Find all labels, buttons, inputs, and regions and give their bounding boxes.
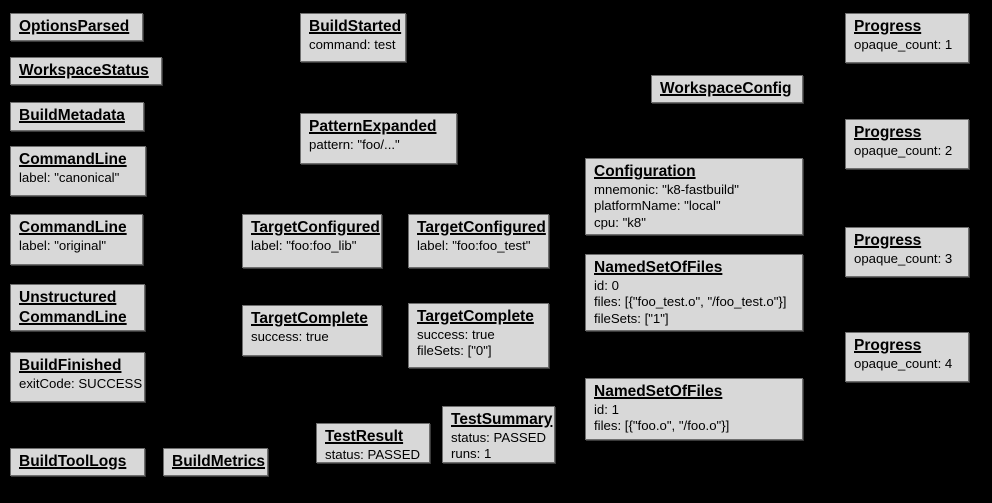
event-node-title: NamedSetOfFiles xyxy=(594,259,723,276)
event-node-field: id: 0 xyxy=(594,277,619,293)
event-node-title: WorkspaceConfig xyxy=(660,80,792,97)
event-node-field: label: "canonical" xyxy=(19,169,120,185)
event-node-progress-3: Progress opaque_count: 3 xyxy=(845,227,969,277)
event-node-progress-1: Progress opaque_count: 1 xyxy=(845,13,969,63)
event-node-field: files: [{"foo_test.o", "/foo_test.o"}] xyxy=(594,294,787,310)
event-node-progress-4: Progress opaque_count: 4 xyxy=(845,332,969,382)
event-node-title: Configuration xyxy=(594,163,696,180)
event-node-field: fileSets: ["1"] xyxy=(594,311,669,327)
event-node-title: Progress xyxy=(854,18,922,35)
event-node-target-configured-foo-test: TargetConfigured label: "foo:foo_test" xyxy=(408,214,549,268)
event-node-title: WorkspaceStatus xyxy=(19,62,149,79)
event-node-field: status: PASSED xyxy=(325,446,421,462)
event-node-title: BuildMetrics xyxy=(172,453,266,470)
event-node-title: CommandLine xyxy=(19,151,127,168)
event-node-title: CommandLine xyxy=(19,219,127,236)
event-node-title: TestSummary xyxy=(451,411,553,428)
event-node-build-tool-logs: BuildToolLogs xyxy=(10,448,145,476)
event-node-options-parsed: OptionsParsed xyxy=(10,13,143,41)
event-node-title: BuildStarted xyxy=(309,18,402,35)
event-node-progress-2: Progress opaque_count: 2 xyxy=(845,119,969,169)
event-node-field: success: true xyxy=(417,326,495,342)
event-node-title: TestResult xyxy=(325,428,404,445)
event-node-field: runs: 1 xyxy=(451,446,492,462)
event-node-field: status: PASSED xyxy=(451,429,547,445)
event-node-title: TargetComplete xyxy=(417,308,534,325)
event-node-test-result: TestResult status: PASSED xyxy=(316,423,430,463)
event-node-field: exitCode: SUCCESS xyxy=(19,375,143,391)
event-node-title: Progress xyxy=(854,124,922,141)
event-node-command-line-canonical: CommandLine label: "canonical" xyxy=(10,146,146,196)
event-node-title: Progress xyxy=(854,337,922,354)
event-node-field: opaque_count: 4 xyxy=(854,355,953,371)
event-node-field: opaque_count: 2 xyxy=(854,142,953,158)
event-node-title: BuildFinished xyxy=(19,357,122,374)
event-node-pattern-expanded: PatternExpanded pattern: "foo/..." xyxy=(300,113,457,164)
event-node-field: mnemonic: "k8-fastbuild" xyxy=(594,181,739,197)
event-node-build-started: BuildStarted command: test xyxy=(300,13,406,62)
event-node-title: BuildMetadata xyxy=(19,107,125,124)
event-node-workspace-status: WorkspaceStatus xyxy=(10,57,162,85)
event-node-field: label: "foo:foo_test" xyxy=(417,237,531,253)
event-node-field: id: 1 xyxy=(594,401,619,417)
event-node-title: Unstructured CommandLine xyxy=(19,289,127,326)
event-node-field: command: test xyxy=(309,36,396,52)
event-node-title: TargetConfigured xyxy=(251,219,380,236)
event-node-build-metrics: BuildMetrics xyxy=(163,448,268,476)
event-node-title: TargetComplete xyxy=(251,310,368,327)
event-node-configuration: Configuration mnemonic: "k8-fastbuild"pl… xyxy=(585,158,803,235)
event-node-field: files: [{"foo.o", "/foo.o"}] xyxy=(594,418,730,434)
event-node-field: label: "original" xyxy=(19,237,107,253)
event-node-title: Progress xyxy=(854,232,922,249)
event-node-field: opaque_count: 3 xyxy=(854,250,953,266)
event-node-title: PatternExpanded xyxy=(309,118,437,135)
event-node-build-finished: BuildFinished exitCode: SUCCESS xyxy=(10,352,145,402)
event-node-title: TargetConfigured xyxy=(417,219,546,236)
event-node-workspace-config: WorkspaceConfig xyxy=(651,75,803,103)
event-node-field: platformName: "local" xyxy=(594,198,721,214)
event-node-target-complete-lib: TargetComplete success: true xyxy=(242,305,382,356)
event-node-unstructured-command-line: Unstructured CommandLine xyxy=(10,284,145,331)
event-node-field: opaque_count: 1 xyxy=(854,36,953,52)
event-node-command-line-original: CommandLine label: "original" xyxy=(10,214,143,265)
event-node-field: fileSets: ["0"] xyxy=(417,343,492,359)
event-node-target-configured-foo-lib: TargetConfigured label: "foo:foo_lib" xyxy=(242,214,382,268)
event-node-field: cpu: "k8" xyxy=(594,215,646,231)
event-node-field: pattern: "foo/..." xyxy=(309,136,400,152)
event-node-title: OptionsParsed xyxy=(19,18,130,35)
event-node-title: BuildToolLogs xyxy=(19,453,127,470)
event-node-build-metadata: BuildMetadata xyxy=(10,102,144,131)
event-node-title: NamedSetOfFiles xyxy=(594,383,723,400)
event-node-field: label: "foo:foo_lib" xyxy=(251,237,357,253)
event-node-field: success: true xyxy=(251,328,329,344)
